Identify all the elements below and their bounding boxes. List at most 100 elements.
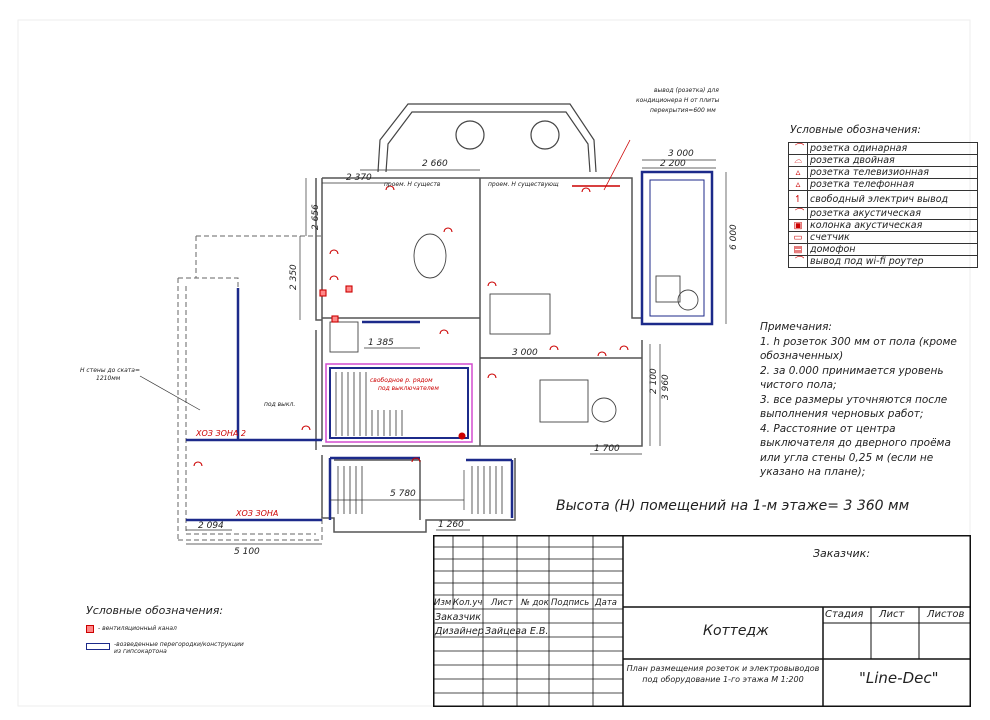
legend-top: Условные обозначения: ⌒розетка одинарная…	[788, 124, 978, 268]
legend-bottom-label: - вентиляционный канал	[98, 625, 177, 632]
legend-row: ⌒розетка акустическая	[788, 207, 978, 220]
room-labels: ХОЗ ЗОНА 2 ХОЗ ЗОНА	[195, 429, 278, 518]
intercom-icon: ▤	[788, 243, 808, 256]
customer-label: Заказчик:	[813, 547, 871, 560]
designer-name: Зайцева Е.В.	[485, 626, 549, 637]
header-signature: Подпись	[551, 598, 590, 608]
electrical-symbols	[193, 139, 631, 467]
note-item: 3. все размеры уточняются после выполнен…	[760, 393, 948, 421]
row-designer: Дизайнер	[435, 626, 484, 637]
legend-label: розетка телефонная	[807, 178, 978, 191]
legend-bottom-label: -возведенные перегородки/конструкции из …	[114, 641, 244, 655]
dim-2200: 2 200	[660, 159, 686, 169]
dim-2370: 2 370	[346, 173, 372, 183]
speaker-icon: ▣	[788, 219, 808, 232]
row-customer: Заказчик	[435, 612, 482, 623]
svg-text:под выкл.: под выкл.	[264, 401, 295, 408]
staircase	[325, 363, 473, 443]
dim-2656: 2 656	[311, 204, 321, 230]
dim-2100: 2 100	[649, 368, 659, 394]
legend-row: ↿свободный электрич вывод	[788, 190, 978, 208]
room-height-note: Высота (Н) помещений на 1-м этаже= 3 360…	[556, 498, 910, 514]
hoz-zona-2-label: ХОЗ ЗОНА 2	[195, 429, 246, 438]
note-item: 4. Расстояние от центра выключателя до д…	[760, 422, 951, 479]
header-izm: Изм	[434, 598, 452, 608]
legend-label: вывод под wi-fi роутер	[807, 255, 978, 268]
furniture	[329, 233, 699, 423]
legend-label: колонка акустическая	[807, 219, 978, 232]
sheets-label: Листов	[927, 609, 965, 620]
bay-window	[377, 103, 597, 173]
svg-text:перекрытия=600 мм: перекрытия=600 мм	[650, 107, 716, 114]
legend-label: домофон	[807, 243, 978, 256]
dim-3000-top: 3 000	[668, 149, 694, 159]
socket-double-icon: ⌓	[788, 154, 808, 167]
note-item: 2. за 0.000 принимается уровень чистого …	[760, 364, 944, 392]
project-name: Коттедж	[703, 623, 769, 639]
porch-stairs	[337, 466, 503, 514]
legend-top-table: ⌒розетка одинарная ⌓розетка двойная ▵роз…	[788, 142, 978, 268]
legend-top-title: Условные обозначения:	[790, 124, 921, 136]
title-block: Заказчик: Изм Кол.уч Лист № док Подпись …	[433, 535, 971, 707]
legend-bottom-title: Условные обозначения:	[86, 604, 224, 617]
header-list: Лист	[491, 598, 513, 608]
drywall-partitions	[186, 170, 714, 522]
svg-text:кондиционера Н от плиты: кондиционера Н от плиты	[636, 97, 720, 104]
dim-5100: 5 100	[234, 547, 260, 557]
legend-label: свободный электрич вывод	[807, 190, 978, 208]
hoz-zona-label: ХОЗ ЗОНА	[235, 509, 278, 518]
header-doc: № док	[521, 598, 549, 608]
drawing-title: План размещения розеток и электровыводов…	[626, 664, 820, 684]
legend-row: ⌒розетка одинарная	[788, 142, 978, 155]
legend-row: ⌒вывод под wi-fi роутер	[788, 255, 978, 268]
stage-label: Стадия	[825, 609, 864, 620]
svg-text:1210мм: 1210мм	[96, 375, 121, 382]
company-name: "Line-Dec"	[859, 669, 939, 687]
drywall-icon	[86, 643, 110, 650]
dim-3960: 3 960	[661, 374, 671, 400]
legend-label: розетка телевизионная	[807, 166, 978, 179]
dim-1260: 1 260	[438, 520, 464, 530]
dim-2350: 2 350	[289, 264, 299, 290]
socket-single-icon: ⌒	[788, 142, 808, 155]
meter-icon: ▭	[788, 231, 808, 244]
dim-6000: 6 000	[729, 224, 739, 250]
notes-title: Примечания:	[760, 321, 832, 333]
svg-text:проем. Н существ: проем. Н существ	[384, 181, 441, 188]
dimension-labels: 2 660 2 370 3 000 2 200 6 000 1 700 3 96…	[198, 149, 739, 557]
header-kol-uch: Кол.уч	[453, 598, 483, 608]
svg-text:проем. Н существующ: проем. Н существующ	[488, 181, 559, 188]
socket-acoustic-icon: ⌒	[788, 207, 808, 220]
legend-row: ⌓розетка двойная	[788, 154, 978, 167]
hoz-zone-outline	[177, 235, 323, 541]
free-outlet-icon: ↿	[788, 190, 808, 208]
walls	[315, 177, 643, 533]
legend-row: ▭счетчик	[788, 231, 978, 244]
dim-3000-mid: 3 000	[512, 348, 538, 358]
dim-2094: 2 094	[198, 521, 224, 531]
legend-row: ▵розетка телевизионная	[788, 166, 978, 179]
wifi-outlet-icon: ⌒	[788, 255, 808, 268]
dim-2660: 2 660	[422, 159, 448, 169]
dim-1700: 1 700	[594, 444, 620, 454]
legend-label: счетчик	[807, 231, 978, 244]
svg-text:вывод (розетка) для: вывод (розетка) для	[654, 87, 719, 94]
socket-phone-icon: ▵	[788, 178, 808, 191]
dim-1385: 1 385	[368, 338, 394, 348]
dim-5780: 5 780	[390, 489, 416, 499]
legend-bottom-row: - вентиляционный канал	[86, 625, 246, 633]
dimension-lines	[139, 159, 727, 545]
legend-row: ▵розетка телефонная	[788, 178, 978, 191]
sheet-label: Лист	[879, 609, 905, 620]
header-date: Дата	[595, 598, 618, 608]
legend-bottom-row: -возведенные перегородки/конструкции из …	[86, 641, 246, 655]
vent-duct-icon	[86, 625, 94, 633]
legend-row: ▤домофон	[788, 243, 978, 256]
legend-label: розетка одинарная	[807, 142, 978, 155]
svg-text:Н стены до ската=: Н стены до ската=	[80, 367, 140, 374]
title-block-grid	[433, 535, 971, 707]
legend-row: ▣колонка акустическая	[788, 219, 978, 232]
legend-label: розетка акустическая	[807, 207, 978, 220]
svg-text:под выключателем: под выключателем	[378, 385, 439, 392]
